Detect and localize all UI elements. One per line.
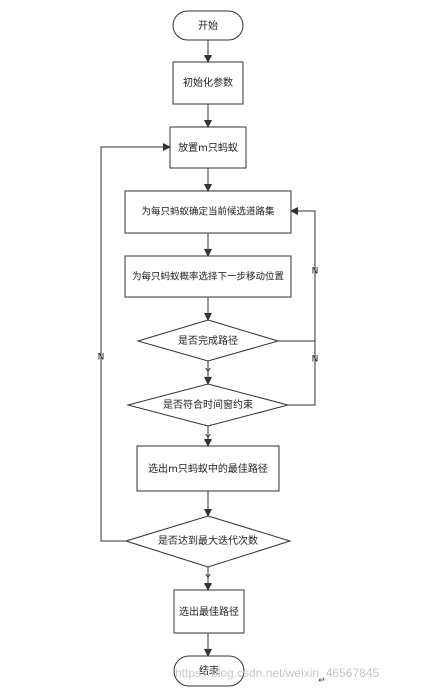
complete-no-label: N: [312, 267, 319, 277]
start-label: 开始: [198, 19, 218, 32]
place-box: [169, 126, 247, 169]
place-label: 放置m只蚂蚁: [178, 141, 238, 154]
best-m-label: 选出m只蚂蚁中的最佳路径: [148, 462, 268, 475]
time-label: 是否符合时间窗约束: [163, 398, 253, 411]
iter-yes-label: Y: [204, 574, 211, 584]
iter-label: 是否达到最大迭代次数: [158, 534, 258, 547]
edge-complete-no: [278, 207, 316, 342]
edge-labels: Y N Y N Y N: [98, 267, 319, 584]
time-decision: [126, 383, 290, 427]
flow-edges: [100, 40, 316, 657]
move-box: [124, 255, 292, 298]
end-label: 结束: [199, 664, 219, 677]
flow-labels: 开始 初始化参数 放置m只蚂蚁 为每只蚂蚁确定当前候选道路集 为每只蚂蚁概率选择…: [132, 19, 284, 677]
complete-decision: [136, 319, 280, 362]
move-label: 为每只蚂蚁概率选择下一步移动位置: [132, 271, 284, 283]
time-no-label: N: [312, 355, 319, 365]
best-path-label: 选出最佳路径: [179, 605, 239, 618]
end-terminal: [173, 655, 245, 687]
paragraph-mark: ↵: [318, 676, 326, 686]
flow-nodes: [124, 10, 292, 687]
watermark: https://blog.csdn.net/weixin_46567845: [175, 666, 380, 680]
candidate-box: [124, 190, 292, 234]
complete-label: 是否完成路径: [178, 334, 238, 347]
init-box: [172, 61, 244, 105]
complete-yes-label: Y: [204, 368, 211, 378]
init-label: 初始化参数: [183, 76, 233, 89]
time-yes-label: Y: [204, 434, 211, 444]
iter-decision: [124, 515, 292, 568]
candidate-label: 为每只蚂蚁确定当前候选道路集: [141, 206, 275, 218]
edge-time-no: [288, 341, 316, 406]
start-terminal: [172, 10, 244, 41]
edge-iter-no: [100, 143, 171, 542]
best-path-box: [173, 589, 245, 634]
iter-no-label: N: [98, 353, 105, 363]
best-m-box: [136, 445, 280, 492]
